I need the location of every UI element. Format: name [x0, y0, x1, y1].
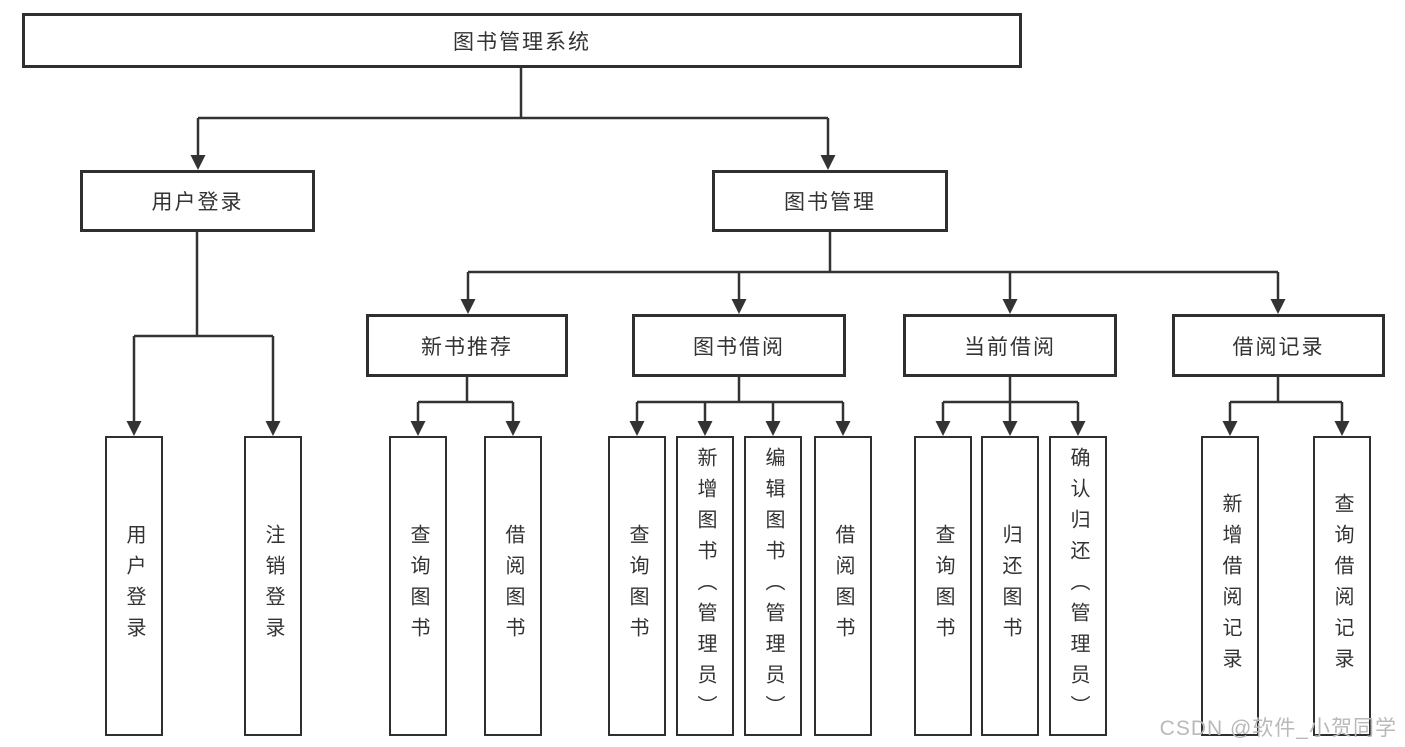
- arrow-down-icon: [190, 155, 206, 170]
- connector-book-borrow-to-leaves: [629, 377, 851, 436]
- leaf-label: 借阅图书: [502, 524, 524, 648]
- leaf-user-login: 用户登录: [105, 436, 163, 736]
- node-user-login: 用户登录: [80, 170, 315, 232]
- connector-line: [466, 232, 1280, 301]
- node-current-borrow: 当前借阅: [903, 314, 1117, 377]
- leaf-label: 编辑图书（管理员）: [762, 446, 784, 726]
- arrow-down-icon: [1222, 421, 1238, 436]
- leaf-query-borrow-record: 查询借阅记录: [1313, 436, 1371, 736]
- arrow-down-icon: [505, 421, 521, 436]
- arrow-down-icon: [126, 421, 142, 436]
- leaf-label: 查询图书: [932, 524, 954, 648]
- leaf-label: 新增图书（管理员）: [694, 446, 716, 726]
- node-borrow-records: 借阅记录: [1172, 314, 1385, 377]
- leaf-edit-book-admin: 编辑图书（管理员）: [744, 436, 802, 736]
- connector-line: [196, 68, 830, 156]
- arrow-down-icon: [835, 421, 851, 436]
- node-root: 图书管理系统: [22, 13, 1022, 68]
- connector-line: [1228, 377, 1344, 423]
- connector-user-login-to-leaves: [126, 232, 281, 436]
- arrow-down-icon: [1070, 421, 1086, 436]
- leaf-query-books-recommend: 查询图书: [389, 436, 447, 736]
- connector-line: [416, 377, 515, 423]
- leaf-label: 查询图书: [407, 524, 429, 648]
- arrow-down-icon: [765, 421, 781, 436]
- leaf-borrow-books-recommend: 借阅图书: [484, 436, 542, 736]
- connector-line: [132, 232, 275, 423]
- leaf-confirm-return-admin: 确认归还（管理员）: [1049, 436, 1107, 736]
- arrow-down-icon: [1270, 299, 1286, 314]
- leaf-label: 借阅图书: [832, 524, 854, 648]
- leaf-query-books-current: 查询图书: [914, 436, 972, 736]
- leaf-label: 归还图书: [999, 524, 1021, 648]
- leaf-label: 查询借阅记录: [1331, 493, 1353, 679]
- leaf-logout: 注销登录: [244, 436, 302, 736]
- arrow-down-icon: [1002, 421, 1018, 436]
- connector-line: [635, 377, 845, 423]
- connector-current-borrow-to-leaves: [935, 377, 1086, 436]
- leaf-query-books-borrow: 查询图书: [608, 436, 666, 736]
- arrow-down-icon: [1002, 299, 1018, 314]
- node-new-book-recommend: 新书推荐: [366, 314, 568, 377]
- leaf-label: 查询图书: [626, 524, 648, 648]
- connector-root-to-branches: [190, 68, 836, 170]
- leaf-add-borrow-record: 新增借阅记录: [1201, 436, 1259, 736]
- connector-book-management-to-groups: [460, 232, 1286, 314]
- arrow-down-icon: [265, 421, 281, 436]
- leaf-label: 确认归还（管理员）: [1067, 446, 1089, 726]
- leaf-borrow-books: 借阅图书: [814, 436, 872, 736]
- leaf-label: 注销登录: [262, 524, 284, 648]
- watermark: CSDN @软件_小贺同学: [1159, 717, 1397, 740]
- arrow-down-icon: [629, 421, 645, 436]
- arrow-down-icon: [935, 421, 951, 436]
- leaf-add-book-admin: 新增图书（管理员）: [676, 436, 734, 736]
- arrow-down-icon: [460, 299, 476, 314]
- arrow-down-icon: [697, 421, 713, 436]
- connector-new-book-recommend-to-leaves: [410, 377, 521, 436]
- leaf-label: 用户登录: [123, 524, 145, 648]
- leaf-label: 新增借阅记录: [1219, 493, 1241, 679]
- connector-borrow-records-to-leaves: [1222, 377, 1350, 436]
- arrow-down-icon: [820, 155, 836, 170]
- node-book-borrow: 图书借阅: [632, 314, 846, 377]
- arrow-down-icon: [1334, 421, 1350, 436]
- node-book-management: 图书管理: [712, 170, 948, 232]
- connector-line: [941, 377, 1080, 423]
- leaf-return-books: 归还图书: [981, 436, 1039, 736]
- arrow-down-icon: [731, 299, 747, 314]
- arrow-down-icon: [410, 421, 426, 436]
